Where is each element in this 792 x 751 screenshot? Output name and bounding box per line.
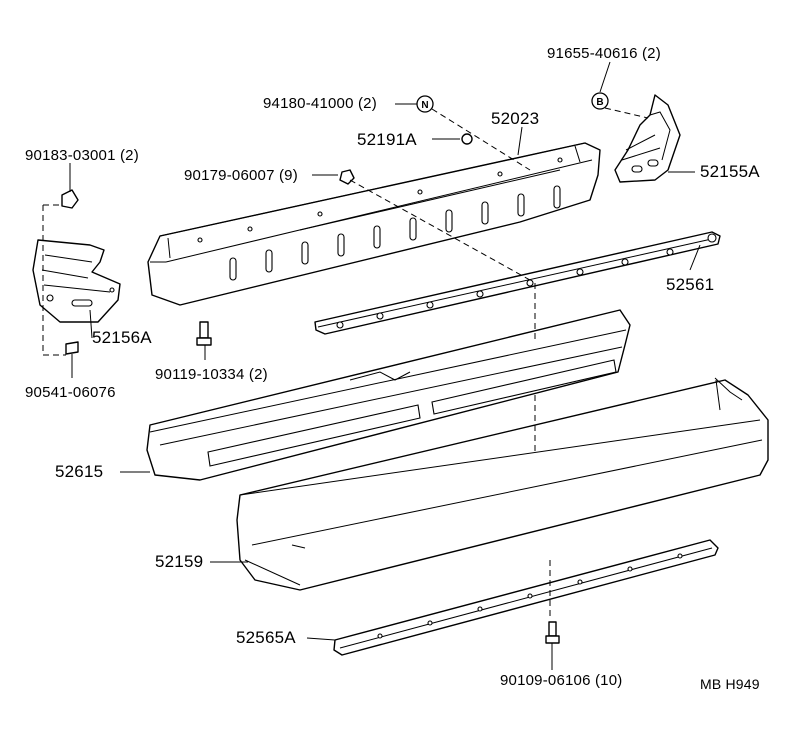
label-90541-06076: 90541-06076 xyxy=(25,384,116,401)
label-52156A: 52156A xyxy=(92,328,152,347)
bracket-52156A xyxy=(32,239,121,323)
label-90109-06106: 90109-06106 (10) xyxy=(500,672,623,689)
label-52565A: 52565A xyxy=(236,628,296,647)
label-52159: 52159 xyxy=(155,552,204,571)
cushion-90541 xyxy=(65,341,79,355)
label-52615: 52615 xyxy=(55,462,104,481)
badge-b: B xyxy=(591,92,609,110)
label-52023: 52023 xyxy=(491,109,540,128)
leader-lines xyxy=(69,61,701,670)
absorber-52615 xyxy=(146,309,631,481)
bolt-90109 xyxy=(548,621,557,637)
bumper-reinforcement-52023 xyxy=(147,142,601,306)
label-94180-41000: 94180-41000 (2) xyxy=(263,95,377,112)
nut-52191A xyxy=(461,133,473,145)
bumper-cover-52159 xyxy=(236,377,769,591)
label-90183-03001: 90183-03001 (2) xyxy=(25,147,139,164)
retainer-52565A xyxy=(333,539,719,656)
badge-n-text: N xyxy=(421,100,428,111)
label-52191A: 52191A xyxy=(357,130,417,149)
retainer-52561 xyxy=(314,231,721,335)
label-90119-10334: 90119-10334 (2) xyxy=(155,366,268,383)
clip-90183 xyxy=(61,189,79,209)
badge-b-text: B xyxy=(596,97,603,108)
label-90179-06007: 90179-06007 (9) xyxy=(184,167,298,184)
label-52561: 52561 xyxy=(666,275,715,294)
bracket-52155A xyxy=(614,94,681,183)
badge-n: N xyxy=(416,95,434,113)
bolt-90119 xyxy=(199,321,209,339)
nut-90179 xyxy=(339,169,355,185)
assembly-lines xyxy=(42,107,649,620)
label-52155A: 52155A xyxy=(700,162,760,181)
label-91655-40616: 91655-40616 (2) xyxy=(547,45,661,62)
diagram-code: MB H949 xyxy=(700,676,760,692)
hardware xyxy=(61,133,560,644)
